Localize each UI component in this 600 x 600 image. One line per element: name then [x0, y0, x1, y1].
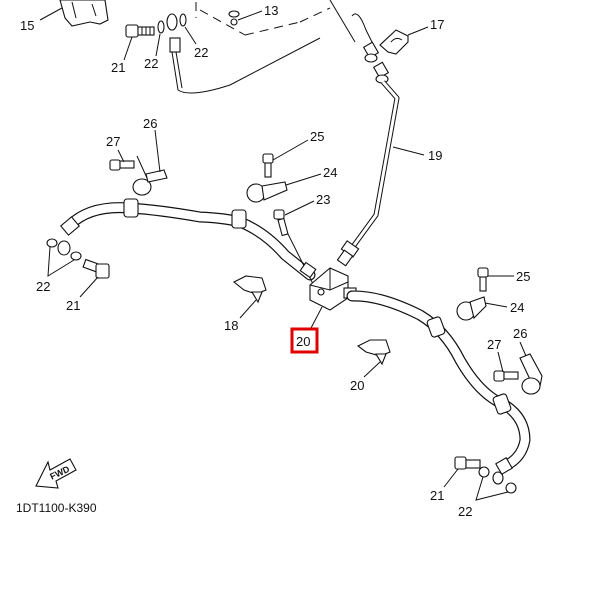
part-21-banjo-bolt-top[interactable] — [125, 24, 155, 38]
part-15-master-cylinder[interactable] — [59, 0, 109, 27]
callout-22-right[interactable]: 22 — [458, 504, 472, 519]
leader-15 — [39, 7, 63, 21]
part-18-brake-joint[interactable] — [299, 261, 357, 311]
part-27-bolt-right[interactable] — [493, 370, 519, 382]
leader-21-right — [443, 468, 459, 488]
callout-23[interactable]: 23 — [316, 192, 330, 207]
leader-26-right — [519, 341, 527, 357]
hose-grommet — [426, 316, 446, 338]
callout-22-top-b[interactable]: 22 — [194, 45, 208, 60]
leader-17 — [407, 26, 429, 36]
callout-24-right[interactable]: 24 — [510, 300, 524, 315]
leader-21-left — [79, 276, 99, 298]
callout-22-left[interactable]: 22 — [36, 279, 50, 294]
callout-17[interactable]: 17 — [430, 17, 444, 32]
part-23-bolt[interactable] — [273, 209, 289, 237]
upper-brake-hose[interactable] — [166, 13, 321, 94]
leader-24-right — [484, 302, 508, 308]
callout-19[interactable]: 19 — [428, 148, 442, 163]
leader-22-right — [475, 476, 509, 501]
callout-26-right[interactable]: 26 — [513, 326, 527, 341]
leader-22-top-b — [184, 26, 197, 45]
part-17-clip[interactable] — [379, 29, 409, 55]
callout-13[interactable]: 13 — [264, 3, 278, 18]
leader-27-right — [497, 351, 504, 373]
leader-25-upper — [272, 139, 309, 161]
leader-18 — [309, 306, 323, 331]
highlight-box-18 — [290, 327, 319, 354]
part-27-bolt-left[interactable] — [109, 159, 135, 171]
hose-grommet — [231, 209, 247, 229]
callout-25-right[interactable]: 25 — [516, 269, 530, 284]
bolt-23-axis — [287, 233, 316, 289]
part-21-banjo-bolt-right[interactable] — [454, 456, 481, 470]
callout-24-upper[interactable]: 24 — [323, 165, 337, 180]
leader-19 — [392, 146, 425, 156]
left-brake-hose[interactable] — [57, 198, 316, 281]
leader-24-upper — [285, 173, 322, 186]
callout-21-right[interactable]: 21 — [430, 488, 444, 503]
callout-15[interactable]: 15 — [20, 18, 34, 33]
leader-26-left — [154, 129, 161, 173]
callout-25-upper[interactable]: 25 — [310, 129, 324, 144]
leader-22-top-a — [155, 33, 161, 57]
callout-21-top[interactable]: 21 — [111, 60, 125, 75]
part-22-washer-left-b[interactable] — [70, 251, 82, 261]
callout-26-left[interactable]: 26 — [143, 116, 157, 131]
part-24-clamp-right[interactable] — [456, 296, 487, 321]
part-22-washer-left-a[interactable] — [46, 238, 58, 248]
callout-22-top-a[interactable]: 22 — [144, 56, 158, 71]
part-26-clamp-left[interactable] — [132, 169, 168, 196]
part-25-bolt-upper[interactable] — [262, 153, 274, 178]
part-20-clip-right[interactable] — [356, 339, 391, 366]
part-20-clip-left[interactable] — [232, 275, 267, 304]
part-26-clamp-right[interactable] — [519, 353, 543, 395]
part-22-washer-right-b[interactable] — [505, 482, 517, 494]
callout-20-right[interactable]: 20 — [350, 378, 364, 393]
part-24-clamp-upper[interactable] — [246, 181, 288, 203]
part-22-washer-top-b[interactable] — [179, 13, 187, 27]
leader-27-left — [117, 149, 148, 179]
leader-22-left — [47, 246, 75, 277]
leader-20-left — [239, 299, 257, 319]
forward-direction-arrow: FWD — [35, 458, 77, 489]
callout-27-left[interactable]: 27 — [106, 134, 120, 149]
leader-21-top — [123, 36, 133, 61]
upper-right-hose[interactable] — [329, 0, 390, 84]
part-25-bolt-right[interactable] — [477, 267, 489, 292]
leader-20-right — [363, 361, 381, 378]
hose-grommet — [123, 198, 139, 218]
catalog-code: 1DT1100-K390 — [16, 501, 97, 515]
callout-27-right[interactable]: 27 — [487, 337, 501, 352]
right-brake-hose[interactable] — [346, 290, 531, 485]
part-22-washer-top-a[interactable] — [157, 20, 165, 34]
part-19-brake-pipe[interactable] — [336, 80, 400, 267]
part-21-banjo-bolt-left[interactable] — [82, 258, 110, 279]
reference-outline — [195, 2, 331, 36]
hose-grommet — [492, 393, 512, 415]
callout-21-left[interactable]: 21 — [66, 298, 80, 313]
part-13-bolt[interactable] — [228, 10, 240, 26]
callout-20-left[interactable]: 18 — [224, 318, 238, 333]
part-22-washer-right-a[interactable] — [478, 466, 490, 478]
leader-23 — [284, 200, 315, 216]
leader-13 — [237, 10, 263, 21]
callout-18[interactable]: 20 — [296, 334, 310, 349]
